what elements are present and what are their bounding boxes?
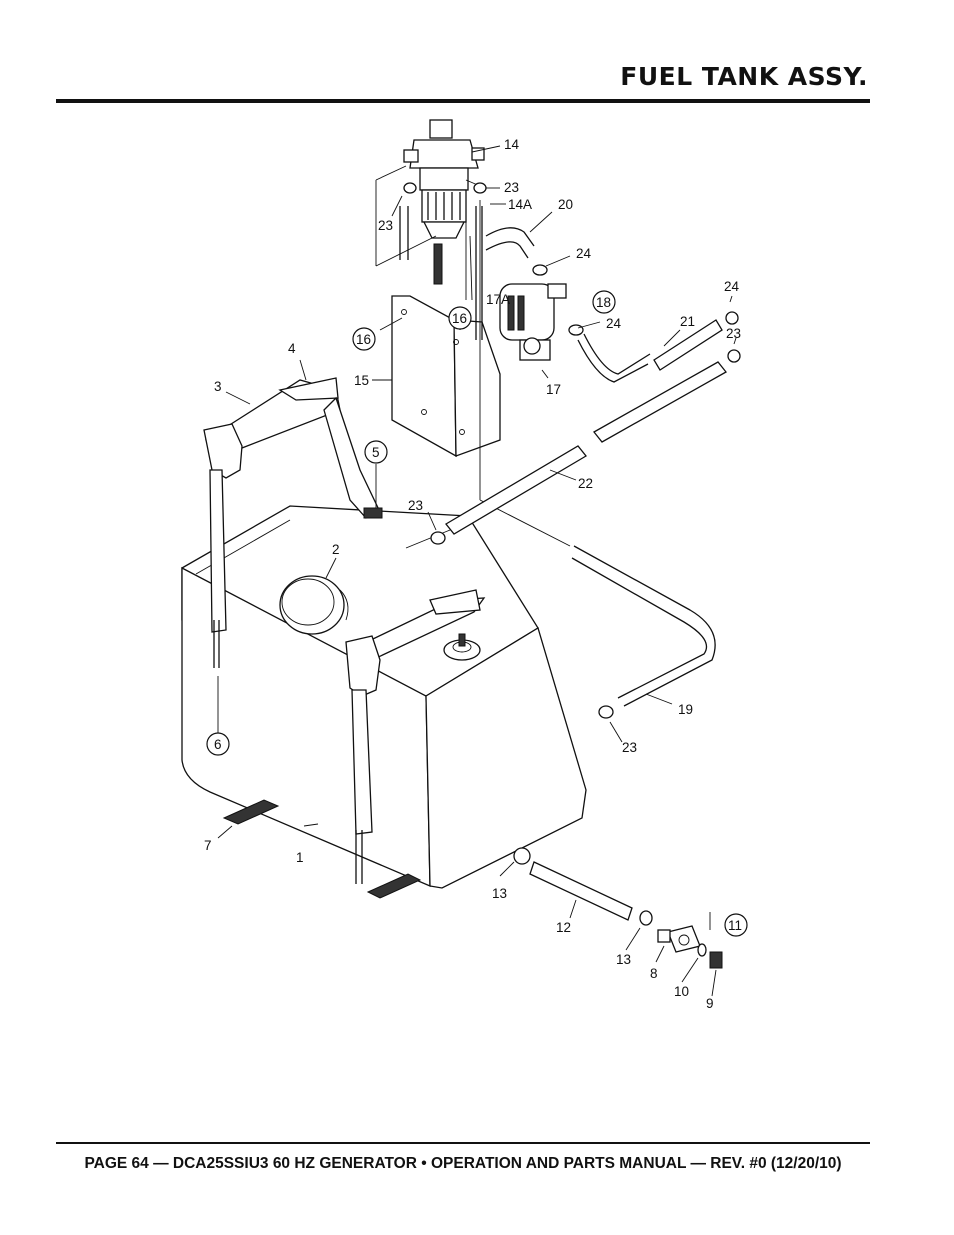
callout-16: 16 xyxy=(356,332,371,347)
callout-9: 9 xyxy=(706,996,714,1011)
callout-24: 24 xyxy=(606,316,622,331)
callout-19: 19 xyxy=(678,702,693,717)
callout-23: 23 xyxy=(378,218,393,233)
callout-13: 13 xyxy=(492,886,507,901)
header-rule xyxy=(56,99,870,103)
fuel-tank-assembly-diagram: 14 23 14A 20 23 24 24 17A 24 21 23 15 17… xyxy=(181,119,748,1011)
tank-strap-rear xyxy=(203,377,383,668)
callout-24: 24 xyxy=(576,246,592,261)
callout-18: 18 xyxy=(596,295,611,310)
callout-24: 24 xyxy=(724,279,740,294)
callout-14: 14 xyxy=(504,137,520,152)
callout-22: 22 xyxy=(578,476,593,491)
callout-labels: 14 23 14A 20 23 24 24 17A 24 21 23 15 17… xyxy=(204,137,741,1011)
page-footer: PAGE 64 — DCA25SSIU3 60 HZ GENERATOR • O… xyxy=(84,1155,842,1172)
callout-8: 8 xyxy=(650,966,658,981)
callout-21: 21 xyxy=(680,314,695,329)
callout-14a: 14A xyxy=(508,197,532,212)
callout-7: 7 xyxy=(204,838,212,853)
footer-rule xyxy=(56,1142,870,1144)
filter-bracket xyxy=(391,295,501,458)
callout-23: 23 xyxy=(408,498,423,513)
fuel-filter xyxy=(375,119,485,301)
callout-5: 5 xyxy=(372,445,380,460)
circled-callouts: 16 16 18 5 6 11 xyxy=(206,290,748,937)
callout-4: 4 xyxy=(288,341,296,356)
mounting-pad xyxy=(222,799,280,825)
callout-13: 13 xyxy=(616,952,631,967)
callout-17a: 17A xyxy=(486,292,510,307)
callout-1: 1 xyxy=(296,850,304,865)
fuel-hoses xyxy=(399,206,727,921)
drain-fitting xyxy=(657,912,723,969)
callout-23: 23 xyxy=(726,326,741,341)
mounting-pad xyxy=(366,873,422,899)
fuel-sender xyxy=(443,633,481,661)
tank-strap-front xyxy=(345,589,486,884)
callout-10: 10 xyxy=(674,984,689,999)
filler-cap xyxy=(279,575,349,635)
callout-2: 2 xyxy=(332,542,340,557)
callout-20: 20 xyxy=(558,197,573,212)
callout-16: 16 xyxy=(452,311,467,326)
hose-clamps xyxy=(403,182,741,926)
callout-12: 12 xyxy=(556,920,571,935)
callout-3: 3 xyxy=(214,379,222,394)
callout-11: 11 xyxy=(728,918,742,933)
page-title: FUEL TANK ASSY. xyxy=(620,62,868,91)
fuel-tank xyxy=(181,505,587,889)
leader-lines xyxy=(217,145,737,997)
callout-23: 23 xyxy=(504,180,519,195)
callout-6: 6 xyxy=(214,737,222,752)
callout-23: 23 xyxy=(622,740,637,755)
callout-15: 15 xyxy=(354,373,369,388)
fuel-pump xyxy=(499,283,567,361)
callout-17: 17 xyxy=(546,382,561,397)
